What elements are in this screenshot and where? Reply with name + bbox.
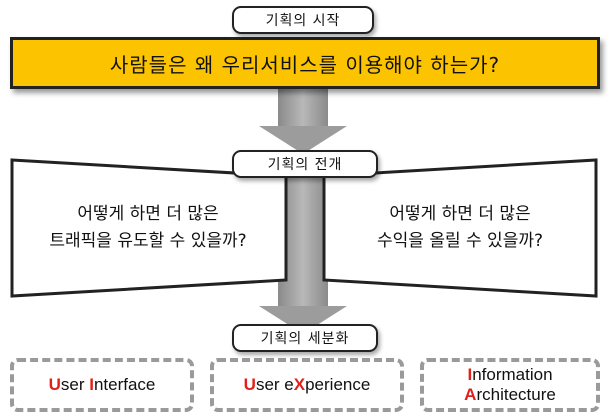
- ui-rest: nterface: [93, 375, 156, 394]
- arrow-shaft-top: [278, 88, 328, 128]
- panel-right-line2: 수익을 올릴 수 있을까?: [377, 231, 543, 251]
- ia-line1-rest: nformation: [472, 365, 553, 384]
- panel-left-line1: 어떻게 하면 더 많은: [77, 204, 219, 224]
- ui-second-letter: I: [89, 375, 94, 394]
- start-question-text: 사람들은 왜 우리서비스를 이용해야 하는가?: [109, 52, 501, 77]
- ui-first-letter: U: [48, 375, 61, 394]
- ia-box: Information Architecture: [420, 358, 600, 412]
- ui-text: User Interface: [49, 375, 156, 395]
- ia-line1: Information: [467, 365, 552, 385]
- ux-box: User eXperience: [210, 358, 404, 412]
- panel-left-outline: [10, 158, 288, 298]
- panel-left-text: 어떻게 하면 더 많은 트래픽을 유도할 수 있을까?: [12, 160, 284, 296]
- panel-right-text: 어떻게 하면 더 많은 수익을 올릴 수 있을까?: [322, 160, 598, 296]
- ia-line2: Architecture: [464, 385, 556, 405]
- arrow-head-top: [259, 126, 347, 154]
- ux-first-letter: U: [243, 375, 256, 394]
- ux-text: User eXperience: [244, 375, 371, 395]
- start-label-text: 기획의 시작: [265, 13, 341, 29]
- start-question-bar: 사람들은 왜 우리서비스를 이용해야 하는가?: [10, 37, 600, 89]
- panel-left-line2: 트래픽을 유도할 수 있을까?: [49, 231, 247, 251]
- start-label: 기획의 시작: [232, 6, 374, 34]
- ia-line2-rest: rchitecture: [476, 385, 556, 404]
- ia-second-letter: A: [464, 385, 477, 404]
- detail-label-text: 기획의 세분화: [260, 331, 350, 347]
- develop-label-text: 기획의 전개: [267, 157, 343, 173]
- ui-box: User Interface: [10, 358, 194, 412]
- ux-rest: perience: [305, 375, 371, 394]
- ia-first-letter: I: [467, 365, 473, 384]
- ux-second-letter: X: [293, 375, 306, 394]
- panel-right-outline: [322, 158, 598, 298]
- ux-mid: ser e: [255, 375, 294, 394]
- develop-label: 기획의 전개: [232, 150, 378, 178]
- detail-label: 기획의 세분화: [232, 324, 378, 352]
- panel-right-line1: 어떻게 하면 더 많은: [389, 204, 531, 224]
- ui-mid: ser: [60, 375, 90, 394]
